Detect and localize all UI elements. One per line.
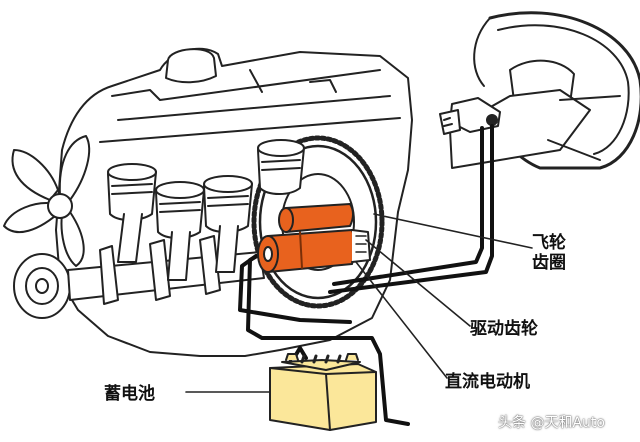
piston-4 bbox=[257, 139, 305, 195]
dc-motor-label: 直流电动机 bbox=[445, 372, 530, 392]
flywheel-ring-gear-label: 飞轮 齿圈 bbox=[532, 233, 566, 273]
piston-3 bbox=[203, 175, 253, 273]
steering-wheel bbox=[449, 11, 640, 170]
ignition-switch bbox=[439, 97, 501, 135]
piston-2 bbox=[155, 181, 205, 281]
leader-lines bbox=[185, 213, 533, 393]
flywheel-label-line-1: 飞轮 bbox=[532, 233, 566, 253]
crank-pulley bbox=[13, 253, 71, 319]
cooling-fan bbox=[3, 135, 91, 267]
flywheel-label-line-2: 齿圈 bbox=[532, 253, 566, 273]
battery bbox=[269, 353, 377, 431]
starter-motor bbox=[257, 203, 371, 273]
battery-label: 蓄电池 bbox=[104, 384, 155, 404]
piston-1 bbox=[107, 163, 157, 263]
watermark: 头条 @天和Auto bbox=[498, 415, 605, 431]
drive-gear-label: 驱动齿轮 bbox=[470, 319, 538, 339]
crankshaft bbox=[67, 235, 265, 305]
